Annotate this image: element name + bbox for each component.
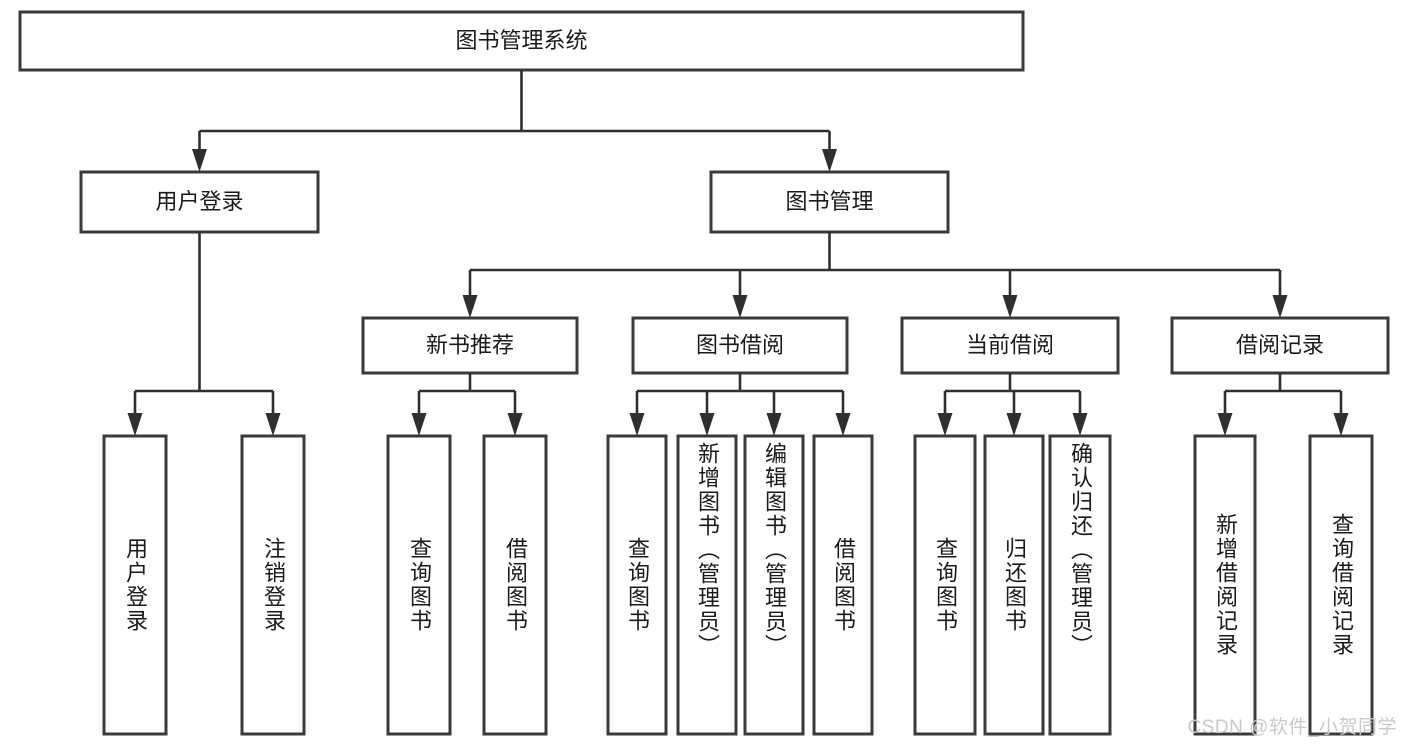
arrow-head-icon-leaf-user-login — [127, 413, 143, 436]
node-label-book-manage: 图书管理 — [785, 189, 873, 214]
arrow-head-icon-current-borrow — [1002, 295, 1018, 318]
node-leaf-query-book-3[interactable] — [913, 434, 977, 736]
arrow-head-icon-leaf-borrow-book-1 — [507, 413, 523, 436]
arrow-head-icon-borrow-record — [1272, 295, 1288, 318]
node-box-borrow-record[interactable] — [1170, 316, 1390, 375]
watermark-text: CSDN @软件_小贺同学 — [1187, 717, 1397, 738]
node-label-current-borrow: 当前借阅 — [966, 332, 1054, 357]
arrow-head-icon-new-book-recommend — [462, 295, 478, 318]
node-root[interactable] — [18, 10, 1025, 72]
arrow-head-icon-book-manage — [822, 149, 837, 172]
node-label-book-borrow: 图书借阅 — [696, 332, 784, 357]
arrow-head-icon-leaf-borrow-book-2 — [835, 413, 851, 436]
node-leaf-edit-book[interactable] — [743, 434, 805, 736]
node-box-leaf-query-record[interactable] — [1308, 434, 1374, 736]
node-leaf-confirm-return[interactable] — [1048, 434, 1112, 736]
node-box-leaf-borrow-book-2[interactable] — [812, 434, 874, 736]
node-leaf-borrow-book-1[interactable] — [482, 434, 548, 736]
node-box-leaf-return-book[interactable] — [983, 434, 1045, 736]
node-box-root[interactable] — [18, 10, 1025, 72]
node-leaf-return-book[interactable] — [983, 434, 1045, 736]
node-box-leaf-query-book-2[interactable] — [606, 434, 668, 736]
arrow-head-icon-leaf-add-book — [699, 413, 715, 436]
node-leaf-logout[interactable] — [240, 434, 306, 736]
node-leaf-borrow-book-2[interactable] — [812, 434, 874, 736]
node-box-book-manage[interactable] — [709, 170, 950, 234]
node-box-leaf-add-book[interactable] — [676, 434, 738, 736]
node-leaf-add-book[interactable] — [676, 434, 738, 736]
node-box-leaf-user-login[interactable] — [102, 434, 168, 736]
node-box-leaf-query-book-3[interactable] — [913, 434, 977, 736]
arrow-head-icon-leaf-confirm-return — [1072, 413, 1088, 436]
node-leaf-add-record[interactable] — [1193, 434, 1257, 736]
arrow-head-icon-leaf-edit-book — [766, 413, 782, 436]
arrow-head-icon-leaf-add-record — [1217, 413, 1233, 436]
arrow-head-icon-user-login — [192, 149, 207, 172]
node-label-new-book-recommend: 新书推荐 — [426, 332, 514, 357]
node-box-leaf-logout[interactable] — [240, 434, 306, 736]
node-label-user-login: 用户登录 — [155, 189, 243, 214]
arrow-head-icon-leaf-return-book — [1006, 413, 1022, 436]
arrow-head-icon-leaf-logout — [265, 413, 281, 436]
arrow-head-icon-leaf-query-book-2 — [629, 413, 645, 436]
node-label-borrow-record: 借阅记录 — [1236, 332, 1324, 357]
node-box-leaf-confirm-return[interactable] — [1048, 434, 1112, 736]
arrow-head-icon-book-borrow — [732, 295, 748, 318]
node-leaf-query-record[interactable] — [1308, 434, 1374, 736]
node-box-leaf-query-book-1[interactable] — [386, 434, 452, 736]
node-user-login[interactable] — [79, 170, 320, 234]
node-leaf-user-login[interactable] — [102, 434, 168, 736]
arrow-head-icon-leaf-query-record — [1333, 413, 1349, 436]
arrow-head-icon-leaf-query-book-1 — [411, 413, 427, 436]
node-label-root: 图书管理系统 — [455, 28, 587, 53]
node-leaf-query-book-1[interactable] — [386, 434, 452, 736]
node-box-leaf-add-record[interactable] — [1193, 434, 1257, 736]
node-box-leaf-borrow-book-1[interactable] — [482, 434, 548, 736]
node-leaf-query-book-2[interactable] — [606, 434, 668, 736]
node-box-leaf-edit-book[interactable] — [743, 434, 805, 736]
node-borrow-record[interactable] — [1170, 316, 1390, 375]
arrow-head-icon-leaf-query-book-3 — [937, 413, 953, 436]
node-book-manage[interactable] — [709, 170, 950, 234]
node-box-user-login[interactable] — [79, 170, 320, 234]
